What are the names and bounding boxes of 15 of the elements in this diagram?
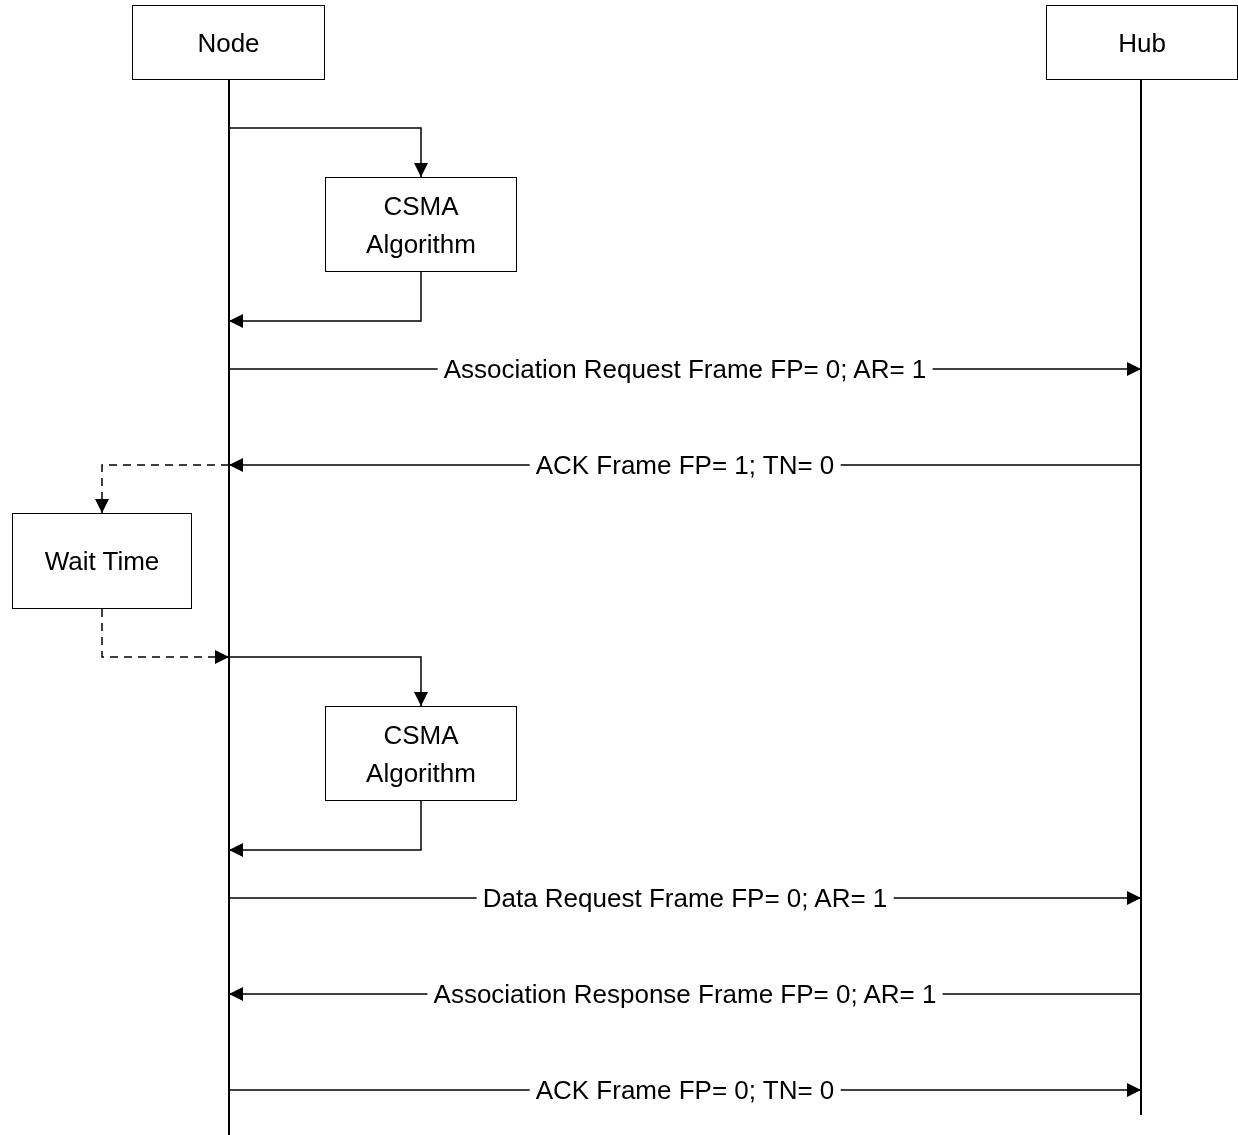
process-box xyxy=(325,706,517,801)
arrow xyxy=(228,271,422,328)
process-box xyxy=(12,513,192,609)
box-label: Hub xyxy=(1117,26,1167,60)
box-label: Node xyxy=(196,26,261,60)
arrow xyxy=(228,127,428,178)
box-label: CSMA Algorithm xyxy=(365,189,477,261)
arrow xyxy=(228,656,428,707)
box-label: CSMA Algorithm xyxy=(365,718,477,790)
lifeline xyxy=(1046,5,1238,1115)
arrow xyxy=(95,464,230,514)
arrow xyxy=(228,800,422,857)
box-label: Wait Time xyxy=(43,545,161,578)
arrow xyxy=(101,608,230,664)
process-box xyxy=(325,177,517,272)
